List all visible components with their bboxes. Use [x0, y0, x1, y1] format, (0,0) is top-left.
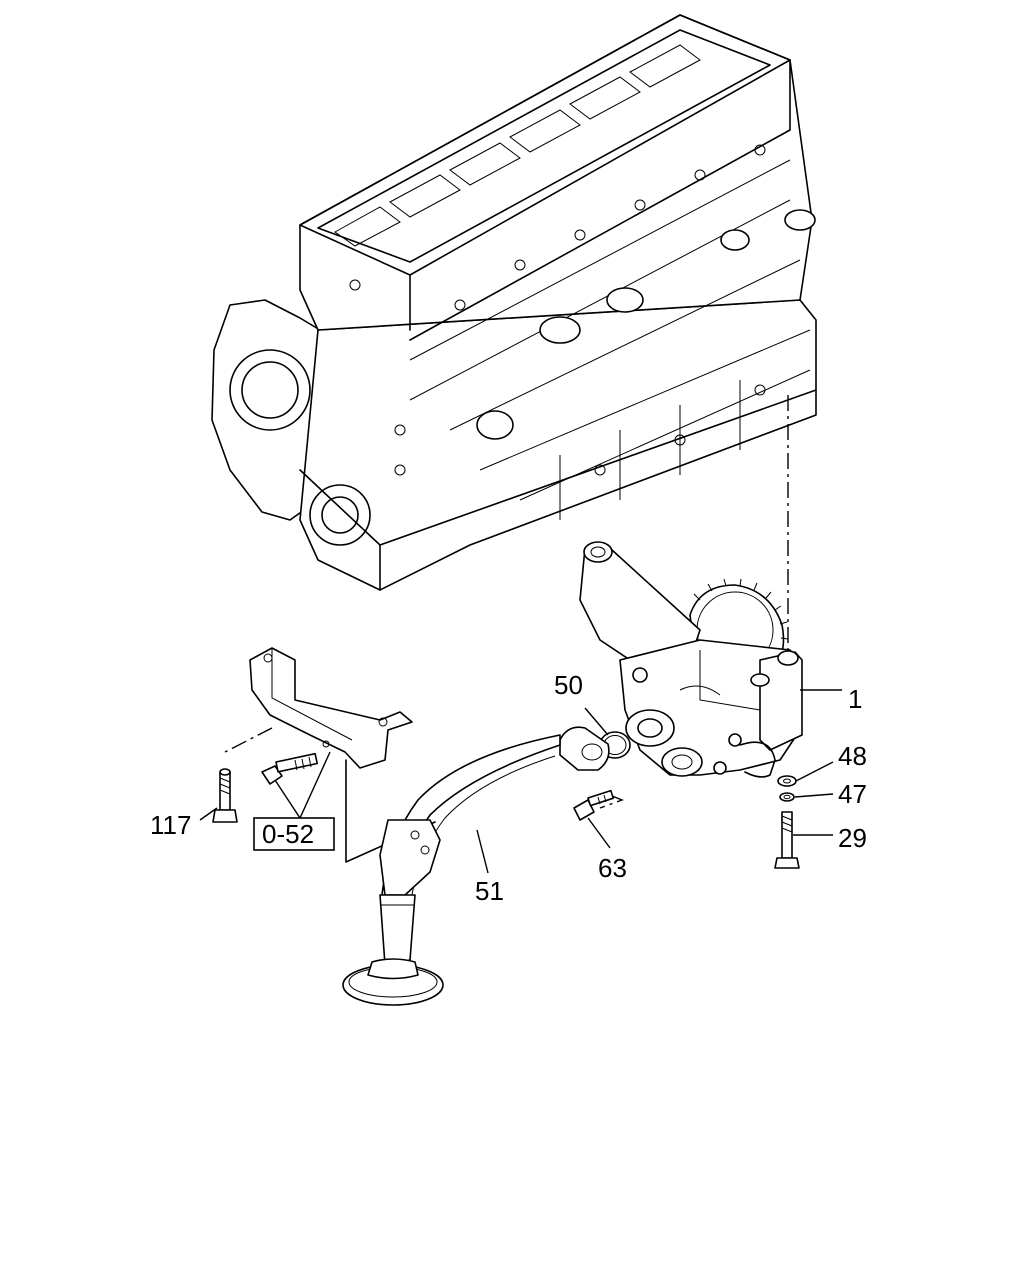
- engine-block: [211, 14, 817, 591]
- label-part-47: 47: [838, 779, 867, 809]
- label-part-1: 1: [848, 684, 862, 714]
- pickup-bracket: [249, 647, 413, 769]
- alignment-line-bracket-to-bolt: [224, 727, 273, 753]
- alignment-line-bolt-63: [599, 795, 624, 809]
- label-part-51: 51: [475, 876, 504, 906]
- leader-lines: [199, 689, 842, 874]
- washer-48: [777, 775, 797, 787]
- bolt-63: [573, 789, 615, 821]
- reference-box-label[interactable]: 0-52: [262, 819, 314, 849]
- label-part-63: 63: [598, 853, 627, 883]
- reference-box-frame: [253, 817, 335, 851]
- bolt-29: [774, 811, 800, 869]
- label-part-50: 50: [554, 670, 583, 700]
- label-part-117: 117: [150, 810, 191, 840]
- bolt-reference: [261, 752, 319, 785]
- suction-pipe-51: [342, 726, 610, 1006]
- label-part-29: 29: [838, 823, 867, 853]
- bolt-117: [212, 768, 238, 823]
- oil-pump: [579, 541, 803, 778]
- label-part-48: 48: [838, 741, 867, 771]
- lock-washer-47: [779, 792, 795, 802]
